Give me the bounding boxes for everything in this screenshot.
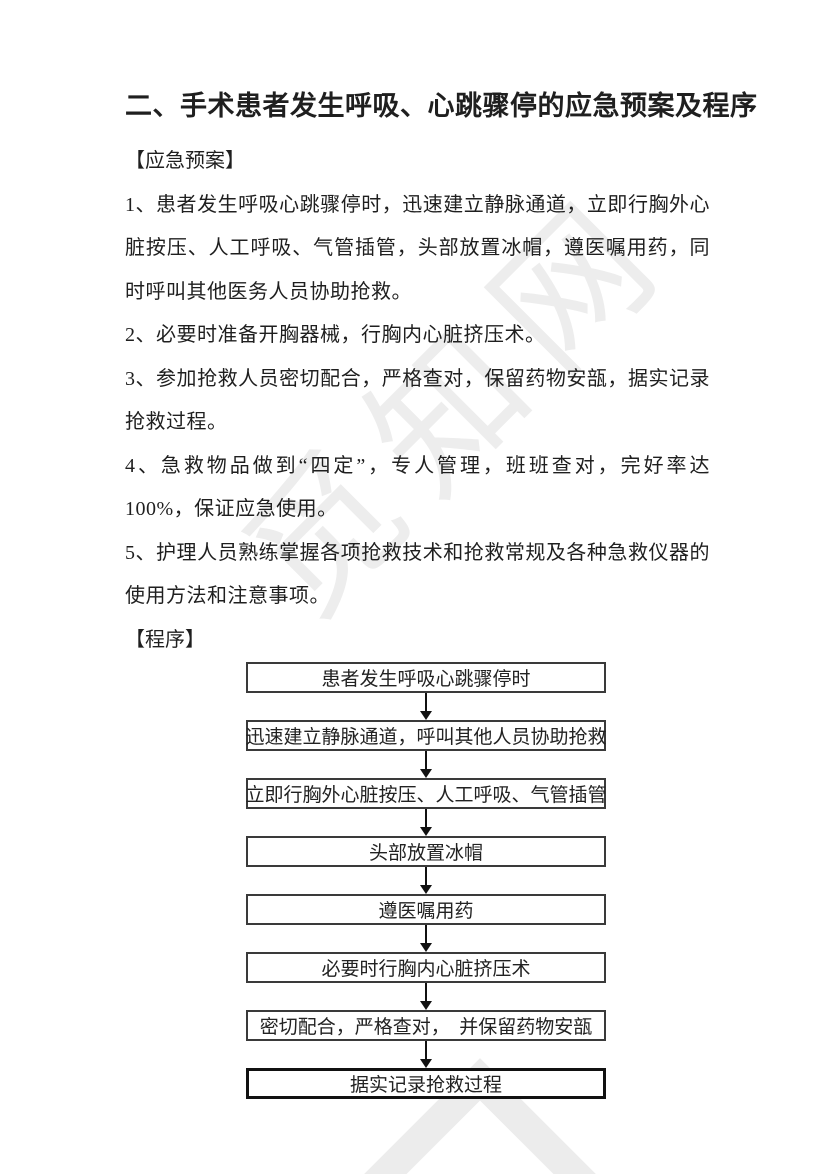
flow-step-8: 据实记录抢救过程 xyxy=(246,1068,606,1099)
flow-arrow-icon xyxy=(246,809,606,836)
flow-step-7: 密切配合，严格查对， 并保留药物安瓿 xyxy=(246,1010,606,1041)
document-content: 二、手术患者发生呼吸、心跳骤停的应急预案及程序 【应急预案】 1、患者发生呼吸心… xyxy=(0,88,830,1099)
plan-item-2: 2、必要时准备开胸器械，行胸内心脏挤压术。 xyxy=(125,324,546,346)
plan-item-5: 5、护理人员熟练掌握各项抢救技术和抢救常规及各种急救仪器的使用方法和注意事项。 xyxy=(125,541,710,608)
flow-arrow-icon xyxy=(246,983,606,1010)
plan-item-4: 4、急救物品做到“四定”，专人管理，班班查对，完好率达 100%，保证应急使用。 xyxy=(125,454,710,521)
flow-step-4: 头部放置冰帽 xyxy=(246,836,606,867)
flow-arrow-icon xyxy=(246,751,606,778)
flow-step-5: 遵医嘱用药 xyxy=(246,894,606,925)
flow-step-6: 必要时行胸内心脏挤压术 xyxy=(246,952,606,983)
plan-item-1: 1、患者发生呼吸心跳骤停时，迅速建立静脉通道，立即行胸外心脏按压、人工呼吸、气管… xyxy=(125,193,710,303)
flow-step-2: 迅速建立静脉通道，呼叫其他人员协助抢救 xyxy=(246,720,607,751)
flow-arrow-icon xyxy=(246,693,606,720)
procedure-flowchart: 患者发生呼吸心跳骤停时 迅速建立静脉通道，呼叫其他人员协助抢救 立即行胸外心脏按… xyxy=(246,662,607,1099)
plan-section-label: 【应急预案】 xyxy=(125,150,245,172)
flow-step-1: 患者发生呼吸心跳骤停时 xyxy=(246,662,606,693)
flow-arrow-icon xyxy=(246,1041,606,1068)
plan-item-3: 3、参加抢救人员密切配合，严格查对，保留药物安瓿，据实记录抢救过程。 xyxy=(125,367,710,434)
procedure-section-label: 【程序】 xyxy=(125,628,205,651)
document-title: 二、手术患者发生呼吸、心跳骤停的应急预案及程序 xyxy=(125,91,758,121)
flow-step-3: 立即行胸外心脏按压、人工呼吸、气管插管 xyxy=(246,778,607,809)
flow-arrow-icon xyxy=(246,867,606,894)
flow-arrow-icon xyxy=(246,925,606,952)
